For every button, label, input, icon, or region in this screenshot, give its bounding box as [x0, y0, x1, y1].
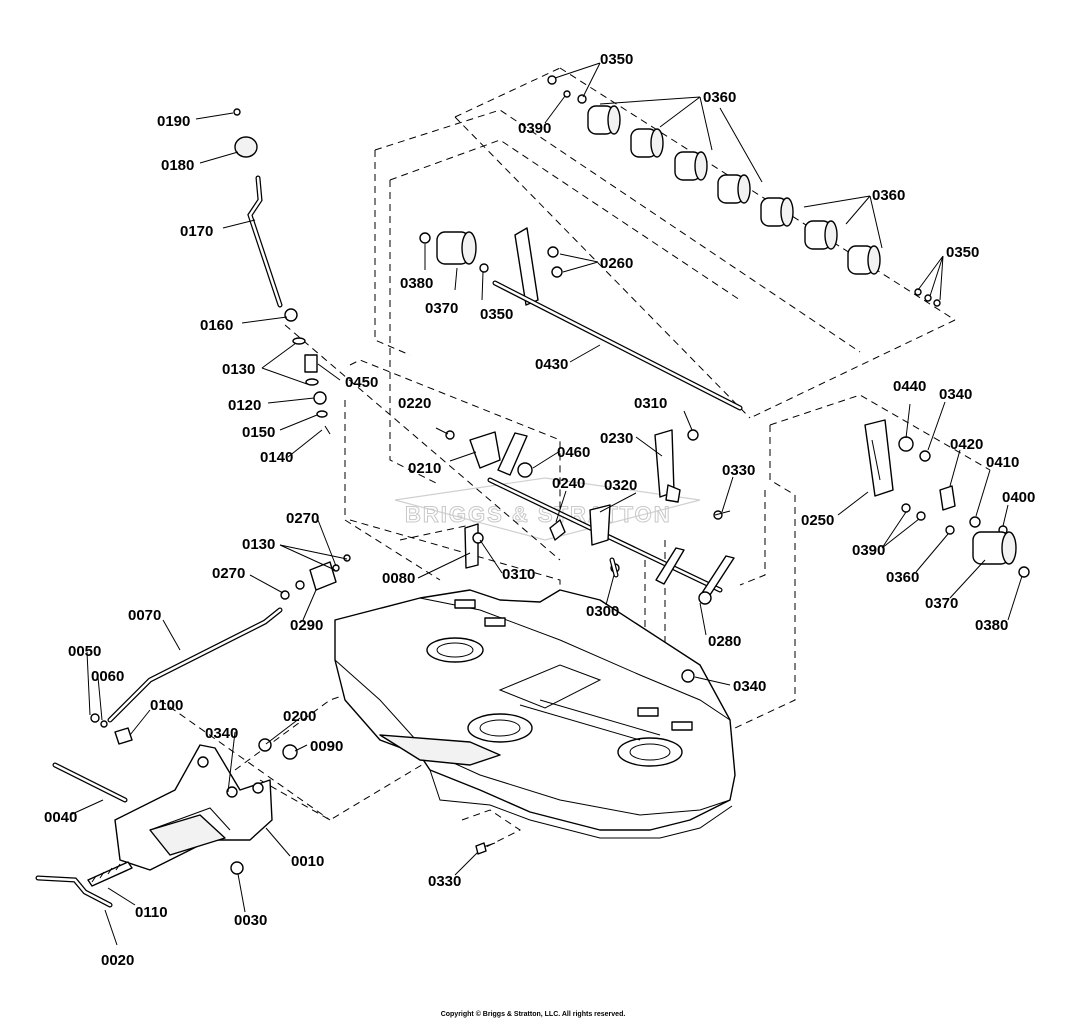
label-0350-c: 0350 [480, 306, 513, 323]
watermark-text: BRIGGS & STRATTON [405, 502, 672, 527]
label-0380-b: 0380 [975, 617, 1008, 634]
label-0260: 0260 [600, 255, 633, 272]
part-number-labels: 0350 0390 0360 0360 0350 0190 0180 0170 … [44, 51, 1035, 969]
label-0230: 0230 [600, 430, 633, 447]
label-0410: 0410 [986, 454, 1019, 471]
copyright-notice: Copyright © Briggs & Stratton, LLC. All … [440, 1011, 626, 1018]
label-0200: 0200 [283, 708, 316, 725]
label-0210: 0210 [408, 460, 441, 477]
label-0310-b: 0310 [502, 566, 535, 583]
label-0130-b: 0130 [242, 536, 275, 553]
label-0330-b: 0330 [428, 873, 461, 890]
label-0080: 0080 [382, 570, 415, 587]
lift-lever [233, 108, 331, 435]
label-0390-b: 0390 [852, 542, 885, 559]
label-0140: 0140 [260, 449, 293, 466]
label-0150: 0150 [242, 424, 275, 441]
label-0270-b: 0270 [212, 565, 245, 582]
anti-scalp-rollers [419, 75, 941, 307]
label-0250: 0250 [801, 512, 834, 529]
front-lift-shaft [445, 429, 735, 605]
label-0220: 0220 [398, 395, 431, 412]
label-0340-a: 0340 [939, 386, 972, 403]
label-0370-a: 0370 [425, 300, 458, 317]
watermark-logo: BRIGGS & STRATTON [394, 477, 701, 541]
label-0360-c: 0360 [886, 569, 919, 586]
label-0310-a: 0310 [634, 395, 667, 412]
deck-lift-linkage [35, 554, 351, 908]
label-0400: 0400 [1002, 489, 1035, 506]
label-0060: 0060 [91, 668, 124, 685]
label-0170: 0170 [180, 223, 213, 240]
label-0330-a: 0330 [722, 462, 755, 479]
label-0370-b: 0370 [925, 595, 958, 612]
label-0160: 0160 [200, 317, 233, 334]
label-0020: 0020 [101, 952, 134, 969]
label-0350-a: 0350 [600, 51, 633, 68]
fasteners [475, 510, 731, 855]
label-0440: 0440 [893, 378, 926, 395]
rear-shaft [492, 227, 743, 411]
label-0070: 0070 [128, 607, 161, 624]
label-0290: 0290 [290, 617, 323, 634]
side-roller-bracket [681, 419, 1030, 683]
label-0420: 0420 [950, 436, 983, 453]
label-0350-b: 0350 [946, 244, 979, 261]
label-0300: 0300 [586, 603, 619, 620]
label-0050: 0050 [68, 643, 101, 660]
label-0460: 0460 [557, 444, 590, 461]
label-0030: 0030 [234, 912, 267, 929]
label-0390-a: 0390 [518, 120, 551, 137]
label-0280: 0280 [708, 633, 741, 650]
label-0120: 0120 [228, 397, 261, 414]
label-0430: 0430 [535, 356, 568, 373]
label-0010: 0010 [291, 853, 324, 870]
label-0110: 0110 [135, 904, 168, 921]
label-0380-a: 0380 [400, 275, 433, 292]
label-0450: 0450 [345, 374, 378, 391]
label-0340-b: 0340 [733, 678, 766, 695]
label-0130-a: 0130 [222, 361, 255, 378]
label-0270-a: 0270 [286, 510, 319, 527]
label-0240: 0240 [552, 475, 585, 492]
label-0090: 0090 [310, 738, 343, 755]
label-0340-c: 0340 [205, 725, 238, 742]
label-0040: 0040 [44, 809, 77, 826]
label-0100: 0100 [150, 697, 183, 714]
label-0320: 0320 [604, 477, 637, 494]
label-0180: 0180 [161, 157, 194, 174]
label-0360-b: 0360 [872, 187, 905, 204]
label-0190: 0190 [157, 113, 190, 130]
mower-deck [334, 589, 736, 839]
label-0360-a: 0360 [703, 89, 736, 106]
leader-lines [69, 62, 1023, 946]
